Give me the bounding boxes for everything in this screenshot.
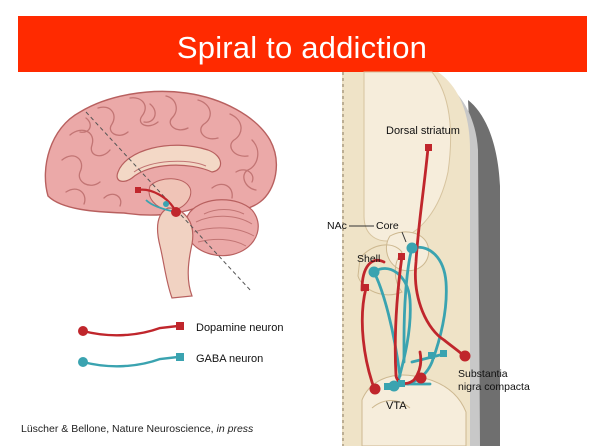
coronal-section: Dorsal striatum NAc Core Shell VTA Subst…: [327, 72, 530, 446]
brain-illustration: [45, 91, 276, 298]
legend-gaba-label: GABA neuron: [196, 353, 263, 365]
label-snc-line1: Substantia: [458, 368, 508, 380]
label-dorsal-striatum: Dorsal striatum: [386, 125, 460, 137]
legend-dopamine: Dopamine neuron: [78, 322, 283, 336]
slide-title: Spiral to addiction: [0, 30, 604, 66]
dopamine-soma-marker: [78, 326, 88, 336]
label-core: Core: [376, 220, 399, 232]
dopamine-terminal-marker: [176, 322, 184, 330]
gaba-terminal-marker: [176, 353, 184, 361]
label-vta: VTA: [386, 400, 407, 412]
label-nac: NAc: [327, 220, 347, 232]
legend-gaba: GABA neuron: [78, 353, 263, 367]
label-shell: Shell: [357, 253, 380, 265]
label-snc-line2: nigra compacta: [458, 381, 530, 393]
citation-text: Lüscher & Bellone, Nature Neuroscience,: [21, 423, 217, 435]
legend-dopamine-label: Dopamine neuron: [196, 322, 283, 334]
gaba-soma-marker: [78, 357, 88, 367]
citation-italic: in press: [217, 423, 254, 435]
citation: Lüscher & Bellone, Nature Neuroscience, …: [21, 423, 253, 435]
legend: Dopamine neuron GABA neuron: [78, 322, 283, 367]
